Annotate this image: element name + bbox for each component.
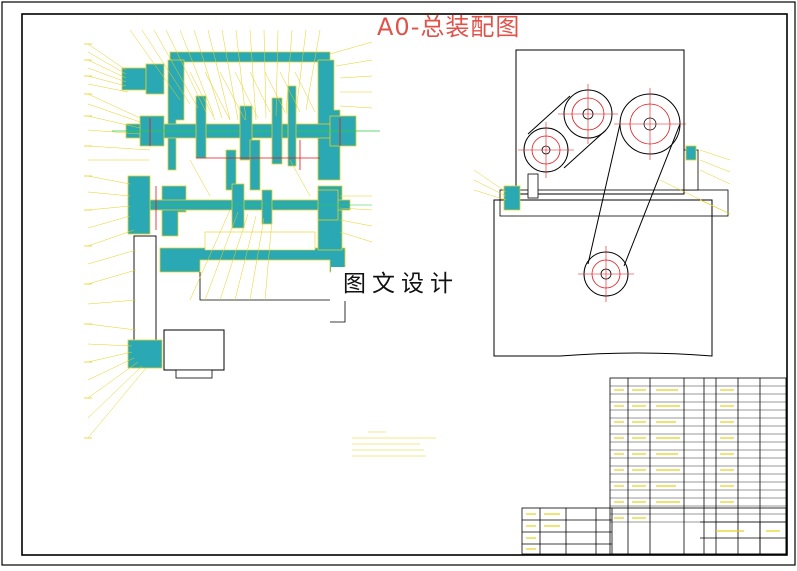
parts-list-rows <box>610 385 786 523</box>
belts <box>527 95 681 267</box>
gear-1 <box>195 95 207 159</box>
inner-frame <box>21 13 788 556</box>
red-accents <box>149 118 341 230</box>
upper-motor <box>121 67 147 91</box>
tensioner <box>503 185 521 211</box>
housing-base <box>159 247 346 273</box>
gear-3 <box>271 97 283 165</box>
technical-notes <box>352 431 436 457</box>
right-handle <box>685 145 697 161</box>
gear-5 <box>249 139 261 191</box>
belt-guard <box>133 235 157 357</box>
tensioner-bolt <box>527 173 539 199</box>
title-block <box>521 507 787 555</box>
gear-4 <box>287 85 297 167</box>
lower-housing <box>161 185 187 237</box>
lower-pulley <box>127 339 163 369</box>
watermark-text: 图文设计 <box>331 267 471 301</box>
parts-list-text-marks <box>614 389 734 519</box>
callout-ticks <box>84 43 92 439</box>
leader-lines-left <box>87 43 151 439</box>
gear-6 <box>225 149 237 191</box>
upper-cabinet <box>515 49 685 195</box>
leader-lines-bottom <box>189 209 273 301</box>
leader-lines-side <box>473 149 731 215</box>
housing-right-wall <box>317 59 341 181</box>
upper-coupling <box>145 63 165 95</box>
lower-gear-1 <box>231 183 245 229</box>
stand-outline <box>199 272 346 323</box>
leader-lines-right <box>329 41 373 243</box>
side-view <box>473 49 731 357</box>
lower-gear-2 <box>261 189 273 225</box>
lower-bed <box>493 199 713 357</box>
motor-foot <box>175 369 213 379</box>
drawing-title: A0-总装配图 <box>377 13 521 41</box>
center-marks <box>518 84 686 302</box>
drive-motor <box>163 329 225 371</box>
section-view <box>84 29 380 439</box>
title-block-marks <box>526 513 780 550</box>
housing-top <box>169 51 331 73</box>
left-pulley <box>127 175 151 235</box>
gear-2 <box>239 105 253 161</box>
housing-left-wall <box>167 59 185 171</box>
leader-lines-top <box>129 29 321 121</box>
bed-top-plate <box>499 189 729 217</box>
